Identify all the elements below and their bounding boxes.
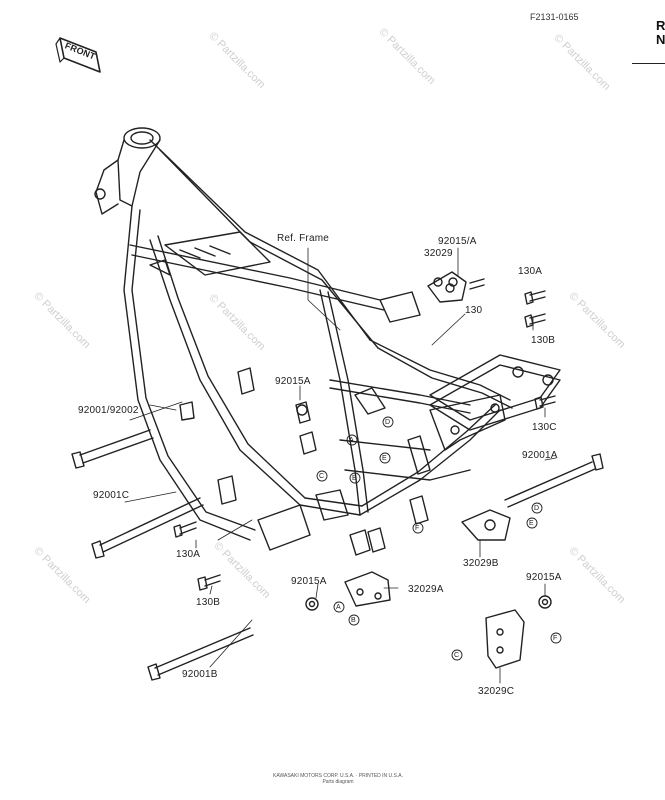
steering-head xyxy=(94,127,161,215)
callout-32029B: 32029B xyxy=(463,558,499,569)
letter-markers xyxy=(316,416,562,661)
leader-lines xyxy=(124,247,557,684)
callout-92001C: 92001C xyxy=(93,490,130,501)
bracket-32029A xyxy=(344,571,391,607)
side-letter: N xyxy=(656,32,665,47)
diagram-code: F2131-0165 xyxy=(530,12,579,22)
front-arrow-icon xyxy=(55,37,101,73)
callout-32029C: 32029C xyxy=(478,686,515,697)
callout-130A: 130A xyxy=(518,266,543,277)
marker-letter: B xyxy=(352,475,357,482)
callout-92015A: 92015A xyxy=(275,376,311,387)
side-letter: R xyxy=(656,18,665,33)
bracket-32029 xyxy=(427,271,467,303)
callout-32029: 32029 xyxy=(424,248,453,259)
marker-letter: E xyxy=(382,455,387,462)
callout-ref-frame: Ref. Frame xyxy=(277,233,330,244)
callout-92015A: 92015A xyxy=(291,576,327,587)
callout-92001A: 92001A xyxy=(522,450,558,461)
callout-130B: 130B xyxy=(196,597,221,608)
callout-130A: 130A xyxy=(176,549,201,560)
marker-letter: F xyxy=(553,635,558,642)
callout-92001-92002: 92001/92002 xyxy=(78,405,139,416)
callout-130C: 130C xyxy=(532,422,557,433)
long-bolts xyxy=(71,429,604,681)
marker-letter: D xyxy=(385,419,391,426)
callout-92015A: 92015/A xyxy=(438,236,477,247)
marker-letter: A xyxy=(336,604,341,611)
footer-line: KAWASAKI MOTORS CORP. U.S.A. · PRINTED I… xyxy=(272,773,404,779)
callout-92001B: 92001B xyxy=(182,669,218,680)
marker-letter: B xyxy=(351,617,356,624)
engine-mount-plates xyxy=(379,291,561,451)
callout-32029A: 32029A xyxy=(408,584,444,595)
bracket-32029B xyxy=(461,509,511,541)
callout-130: 130 xyxy=(465,305,483,316)
side-panel: R N xyxy=(628,0,665,800)
bracket-32029C xyxy=(485,609,525,669)
footer-fineprint: KAWASAKI MOTORS CORP. U.S.A. · PRINTED I… xyxy=(238,773,438,785)
marker-letter: D xyxy=(534,505,540,512)
marker-letter: A xyxy=(349,437,354,444)
marker-letter: C xyxy=(454,652,460,659)
callout-92015A: 92015A xyxy=(526,572,562,583)
frame-tubes xyxy=(123,139,513,556)
side-divider xyxy=(632,63,665,64)
callout-130B: 130B xyxy=(531,335,556,346)
marker-letter: C xyxy=(319,473,325,480)
marker-letter: F xyxy=(415,525,420,532)
marker-letter: E xyxy=(529,520,534,527)
footer-line: Parts diagram xyxy=(322,779,354,785)
